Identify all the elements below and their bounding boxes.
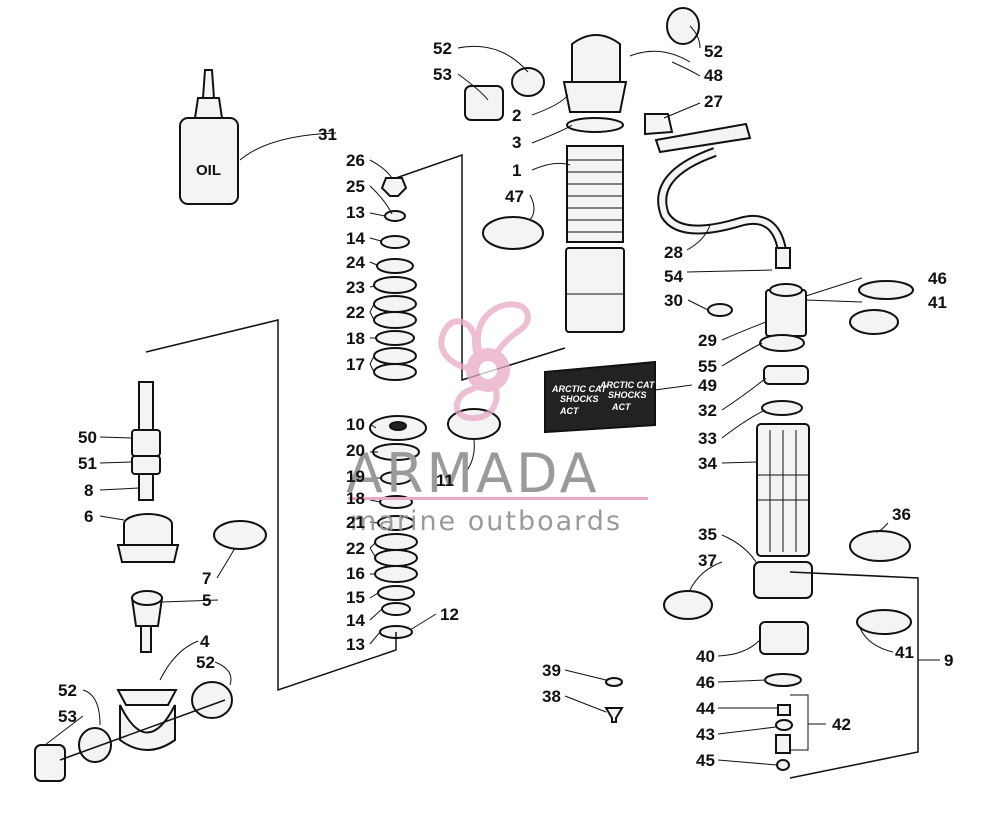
label-27: 27 xyxy=(704,92,723,111)
shaft-assembly xyxy=(34,381,267,782)
label-32: 32 xyxy=(698,401,717,420)
label-34: 34 xyxy=(698,454,717,473)
oil-bottle: OIL xyxy=(179,69,239,205)
label-22: 22 xyxy=(346,539,365,558)
label-19: 19 xyxy=(346,467,365,486)
label-18: 18 xyxy=(346,329,365,348)
label-48: 48 xyxy=(704,66,723,85)
label-3: 3 xyxy=(512,133,521,152)
label-28: 28 xyxy=(664,243,683,262)
label-36: 36 xyxy=(892,505,911,524)
label-42: 42 xyxy=(832,715,851,734)
label-17: 17 xyxy=(346,355,365,374)
label-33: 33 xyxy=(698,429,717,448)
label-11: 11 xyxy=(436,471,454,490)
label-7: 7 xyxy=(202,569,211,588)
label-53: 53 xyxy=(433,65,452,84)
label-12: 12 xyxy=(440,605,459,624)
label-24: 24 xyxy=(346,253,365,272)
label-21: 21 xyxy=(346,513,365,532)
label-15: 15 xyxy=(346,588,365,607)
label-50: 50 xyxy=(78,428,97,447)
sticker-badge-2: ACT xyxy=(611,402,632,412)
connector-lines xyxy=(145,153,919,779)
label-44: 44 xyxy=(696,699,715,718)
label-6: 6 xyxy=(84,507,93,526)
watermark-logo xyxy=(438,301,531,422)
watermark: ARMADA marine outboards xyxy=(346,301,648,537)
label-52: 52 xyxy=(704,42,723,61)
label-26: 26 xyxy=(346,151,365,170)
label-13: 13 xyxy=(346,203,365,222)
label-16: 16 xyxy=(346,564,365,583)
label-38: 38 xyxy=(542,687,561,706)
label-41: 41 xyxy=(928,293,947,312)
sticker-line-2a: ARCTIC CAT xyxy=(599,380,656,390)
label-10: 10 xyxy=(346,415,365,434)
label-54: 54 xyxy=(664,267,683,286)
label-20: 20 xyxy=(346,441,365,460)
label-14: 14 xyxy=(346,229,365,248)
label-8: 8 xyxy=(84,481,93,500)
sticker-line-2b: SHOCKS xyxy=(608,390,647,400)
label-39: 39 xyxy=(542,661,561,680)
sticker-line-1b: SHOCKS xyxy=(560,394,599,404)
label-18: 18 xyxy=(346,489,365,508)
watermark-rule xyxy=(348,497,648,500)
label-52: 52 xyxy=(433,39,452,58)
valve-stack xyxy=(369,177,427,639)
leader-lines xyxy=(44,25,940,766)
shock-body xyxy=(464,7,700,333)
label-47: 47 xyxy=(505,187,524,206)
label-52: 52 xyxy=(196,653,215,672)
label-37: 37 xyxy=(698,551,717,570)
label-52: 52 xyxy=(58,681,77,700)
label-43: 43 xyxy=(696,725,715,744)
part-labels: 52 53 52 48 2 27 3 31 26 1 25 47 13 14 2… xyxy=(58,39,953,770)
label-51: 51 xyxy=(78,454,97,473)
label-2: 2 xyxy=(512,106,521,125)
label-41: 41 xyxy=(895,643,914,662)
label-9: 9 xyxy=(944,651,953,670)
decal-sticker: ARCTIC CAT SHOCKS ARCTIC CAT SHOCKS ACT … xyxy=(544,360,656,434)
label-45: 45 xyxy=(696,751,715,770)
watermark-brand: ARMADA xyxy=(346,442,600,505)
label-13: 13 xyxy=(346,635,365,654)
label-22: 22 xyxy=(346,303,365,322)
label-46: 46 xyxy=(696,673,715,692)
watermark-tagline: marine outboards xyxy=(350,506,622,537)
label-23: 23 xyxy=(346,278,365,297)
label-1: 1 xyxy=(512,161,521,180)
label-53: 53 xyxy=(58,707,77,726)
label-25: 25 xyxy=(346,177,365,196)
label-40: 40 xyxy=(696,647,715,666)
label-46: 46 xyxy=(928,269,947,288)
label-55: 55 xyxy=(698,357,717,376)
label-30: 30 xyxy=(664,291,683,310)
label-14: 14 xyxy=(346,611,365,630)
reservoir-assembly xyxy=(604,122,914,771)
label-29: 29 xyxy=(698,331,717,350)
label-35: 35 xyxy=(698,525,717,544)
label-4: 4 xyxy=(200,632,210,651)
label-31: 31 xyxy=(318,125,337,144)
sticker-badge-1: ACT xyxy=(559,406,580,416)
sticker-line-1a: ARCTIC CAT xyxy=(551,384,608,394)
oil-label: OIL xyxy=(196,162,221,179)
label-49: 49 xyxy=(698,376,717,395)
label-5: 5 xyxy=(202,591,211,610)
